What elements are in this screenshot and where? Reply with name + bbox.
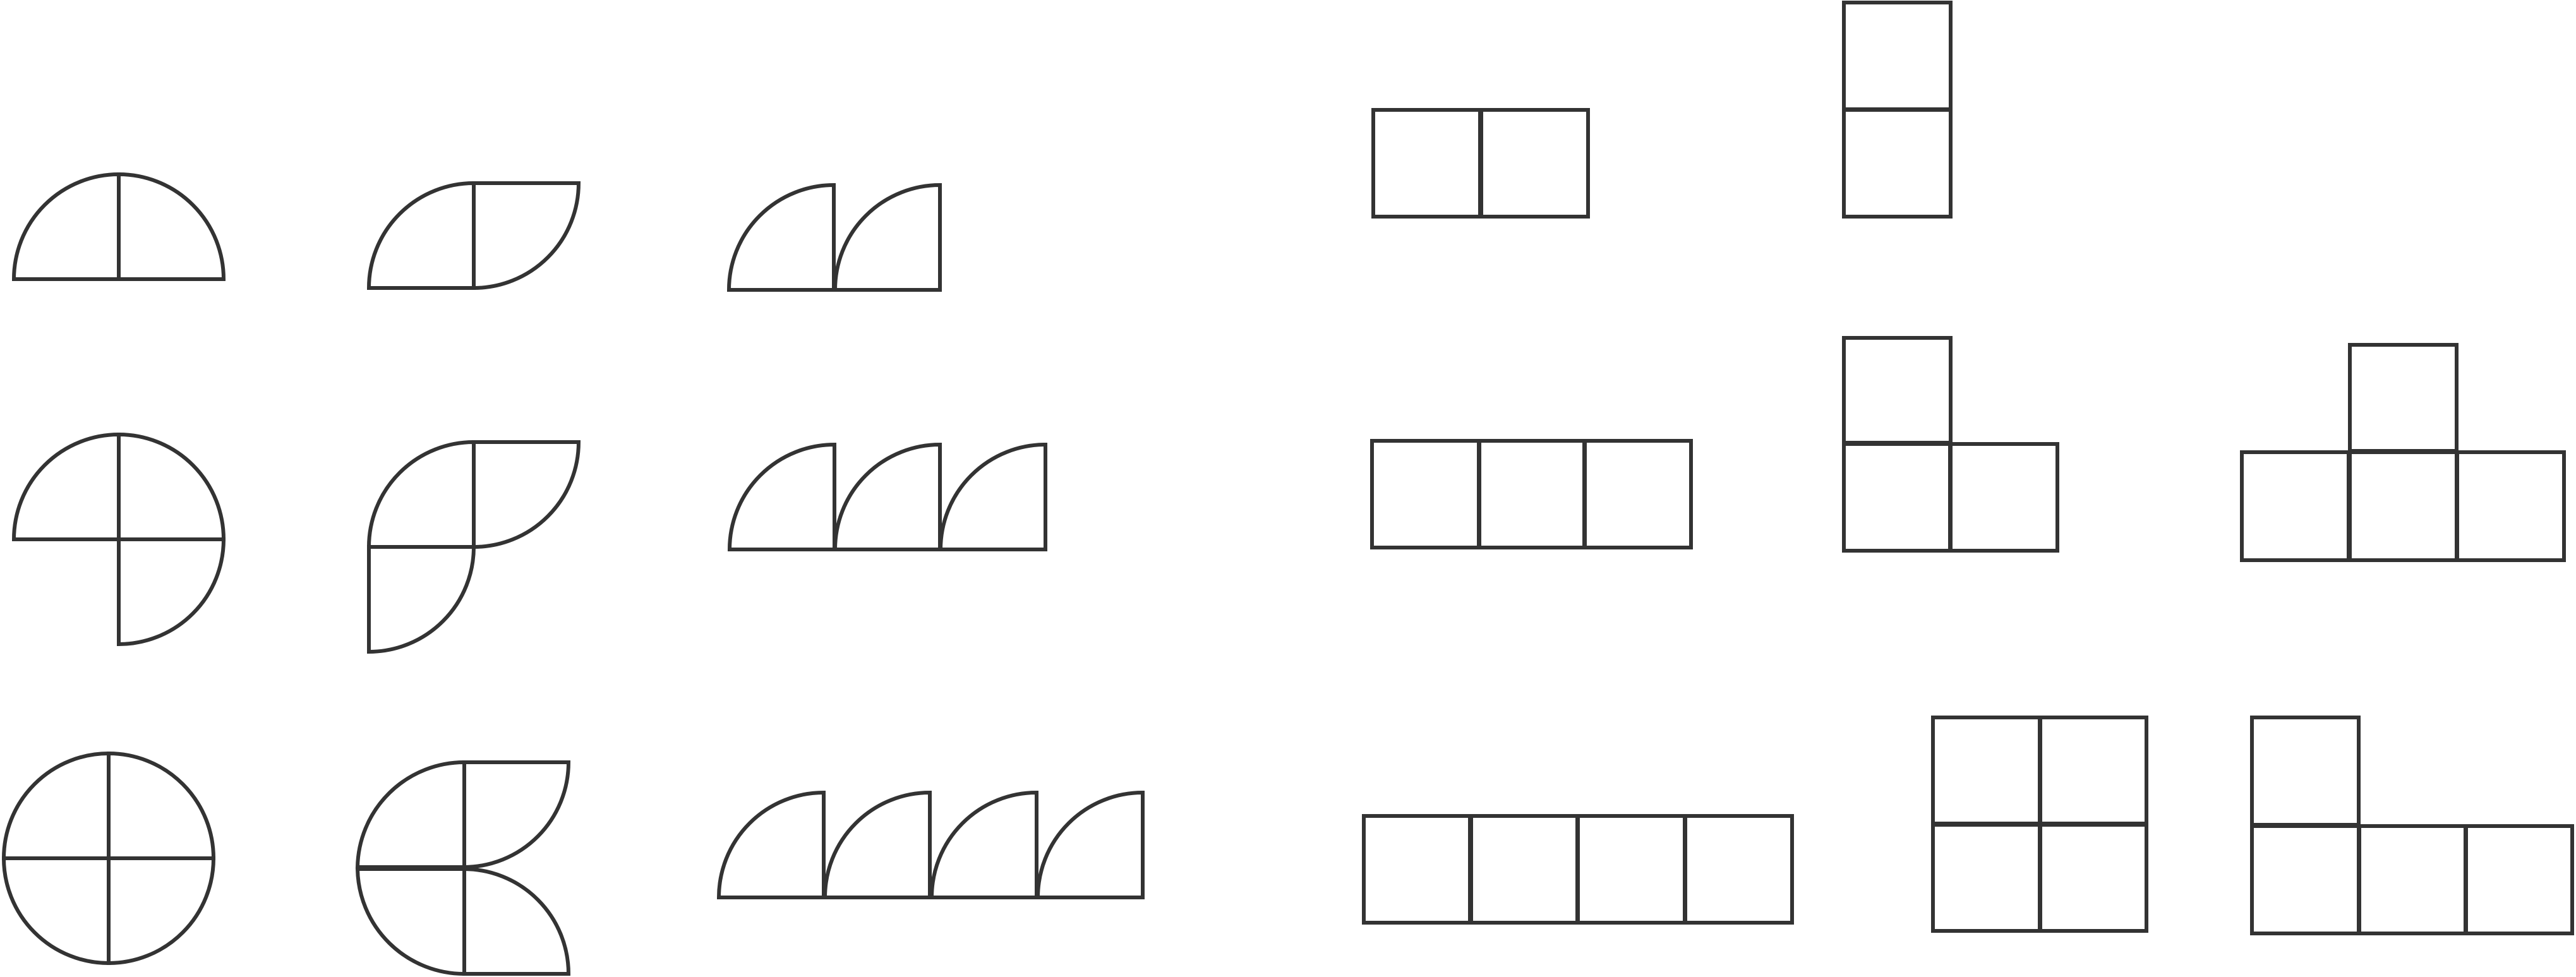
row-quarters-four — [716, 790, 1145, 899]
square-piece — [1371, 108, 1482, 219]
quarter-piece — [472, 181, 581, 291]
quarter-piece — [929, 790, 1038, 899]
quarter-piece — [355, 760, 466, 869]
square-piece — [2348, 450, 2459, 562]
quarter-piece — [117, 172, 226, 281]
stack-squares-two — [1842, 1, 1953, 219]
row-squares-four — [1362, 814, 1794, 925]
l-squares-four — [2250, 716, 2574, 935]
quarter-piece — [833, 183, 942, 292]
square-piece — [1931, 823, 2042, 933]
quarter-circles-four — [1, 751, 216, 966]
quarter-piece — [107, 856, 216, 966]
square-piece — [2250, 716, 2361, 827]
quarter-piece — [117, 537, 226, 647]
square-piece — [1931, 716, 2042, 825]
row-squares-two — [1371, 108, 1590, 219]
quarter-piece — [822, 790, 932, 899]
square-piece — [2240, 450, 2350, 562]
quarter-piece — [1, 751, 111, 860]
quarter-circles-three — [11, 432, 226, 647]
quarter-piece — [462, 866, 571, 976]
quarter-piece — [726, 183, 836, 292]
quarter-piece — [11, 172, 121, 281]
row-quarters-two — [726, 183, 942, 292]
block-squares-four — [1931, 716, 2148, 933]
corner-pieces-two — [366, 181, 581, 291]
square-piece — [1842, 336, 1953, 445]
corner-pieces-three — [366, 440, 581, 654]
quarter-piece — [1035, 790, 1145, 899]
corner-pieces-four — [355, 760, 571, 976]
quarter-piece — [727, 442, 836, 551]
quarter-piece — [472, 440, 581, 549]
square-piece — [2357, 824, 2467, 935]
quarter-piece — [366, 440, 476, 549]
quarter-piece — [367, 545, 476, 654]
square-piece — [1478, 439, 1586, 549]
row-squares-three — [1370, 439, 1693, 549]
quarter-piece — [107, 751, 216, 860]
square-piece — [1576, 814, 1687, 925]
square-piece — [2455, 450, 2566, 562]
quarter-piece — [355, 867, 466, 976]
square-piece — [1583, 439, 1693, 549]
square-piece — [1469, 814, 1579, 925]
square-piece — [1683, 814, 1794, 925]
square-piece — [2348, 343, 2459, 453]
square-piece — [2250, 824, 2361, 935]
square-piece — [1949, 442, 2059, 553]
row-quarters-three — [727, 442, 1047, 551]
l-squares-three — [1842, 336, 2059, 553]
square-piece — [1842, 442, 1952, 553]
quarter-piece — [938, 442, 1047, 551]
quarter-piece — [716, 790, 826, 899]
square-piece — [1842, 108, 1953, 219]
quarter-circles-two — [11, 172, 226, 281]
square-piece — [1479, 108, 1590, 219]
square-piece — [2038, 823, 2148, 933]
square-piece — [1370, 439, 1481, 549]
square-piece — [2464, 824, 2574, 935]
quarter-piece — [117, 432, 226, 541]
square-piece — [1362, 814, 1472, 925]
quarter-piece — [833, 442, 942, 551]
t-squares-four — [2240, 343, 2566, 562]
quarter-piece — [1, 856, 111, 966]
quarter-piece — [11, 432, 121, 541]
square-piece — [1842, 1, 1953, 111]
quarter-piece — [462, 760, 571, 870]
quarter-piece — [366, 181, 476, 290]
square-piece — [2038, 716, 2148, 825]
